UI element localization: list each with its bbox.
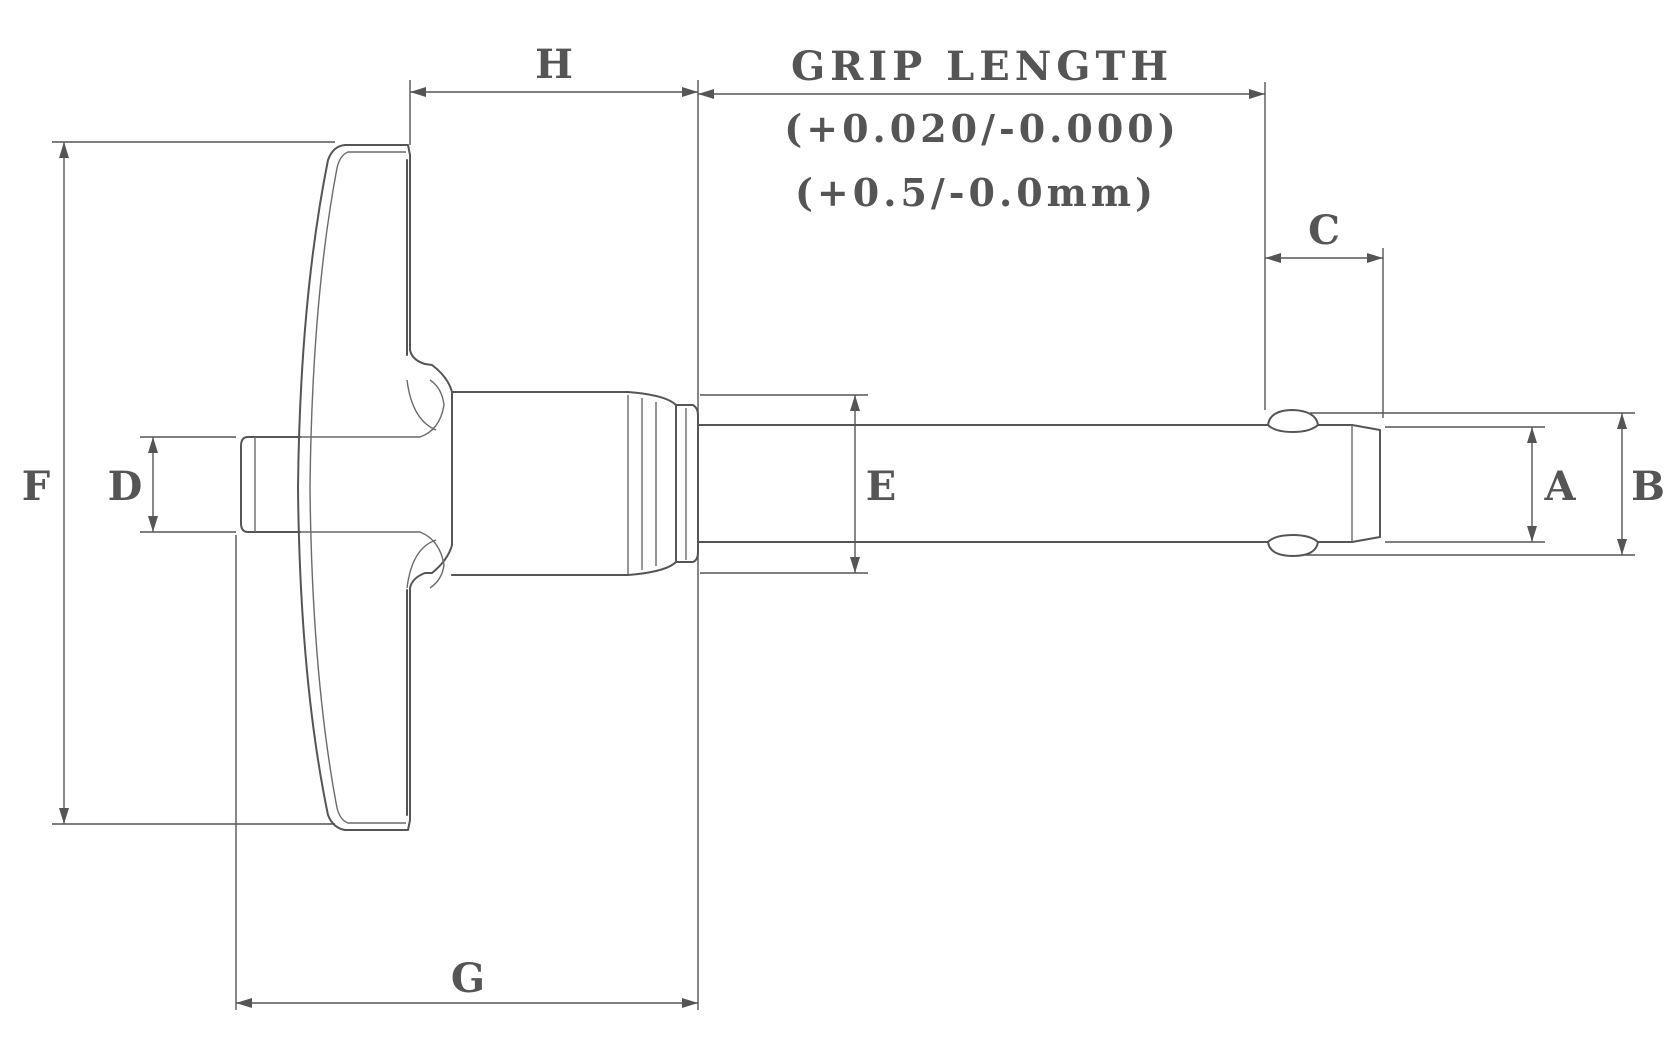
handle-bar-inner-contour: [309, 151, 406, 824]
push-button-outline: [240, 436, 301, 533]
t-handle: [297, 144, 453, 831]
label-b: B: [1631, 463, 1665, 510]
handle-bar-outline: [297, 144, 453, 831]
arrow-a-top: [1527, 427, 1537, 443]
handle-fillet-bottom-inner: [406, 539, 437, 589]
arrow-g-right: [682, 998, 698, 1008]
label-grip-length: GRIP LENGTH: [791, 43, 1173, 90]
handle-fillet-top-inner: [406, 379, 437, 431]
arrow-c-left: [1265, 253, 1281, 263]
dimension-labels: H GRIP LENGTH (+0.020/-0.000) (+0.5/-0.0…: [22, 41, 1665, 1002]
dimension-lines: [59, 87, 1627, 1008]
arrow-b-bottom: [1617, 539, 1627, 555]
shank-tip-chamfer: [1351, 424, 1381, 543]
extension-lines: [52, 80, 1635, 1010]
label-grip-tolerance-mm: (+0.5/-0.0mm): [795, 170, 1157, 215]
arrow-e-bottom: [850, 557, 860, 573]
arrow-a-bottom: [1527, 526, 1537, 542]
handle-fillet-top: [300, 379, 445, 438]
hub: [451, 391, 699, 576]
arrow-grip-left: [698, 89, 714, 99]
hub-body: [451, 391, 677, 576]
arrow-f-top: [59, 142, 69, 158]
hub-washer: [675, 404, 699, 563]
arrow-e-top: [850, 395, 860, 411]
label-grip-tolerance-in: (+0.020/-0.000): [784, 106, 1179, 151]
arrow-c-right: [1367, 253, 1383, 263]
handle-fillet-bottom: [300, 531, 445, 589]
locking-ball-bottom: [1267, 534, 1319, 557]
arrow-h-left: [410, 87, 426, 97]
label-e: E: [866, 463, 897, 510]
arrow-d-top: [148, 437, 158, 453]
arrow-h-right: [682, 87, 698, 97]
label-h: H: [535, 41, 573, 88]
arrow-b-top: [1617, 413, 1627, 429]
label-a: A: [1543, 463, 1576, 510]
shank: [697, 409, 1381, 557]
arrow-f-bottom: [59, 808, 69, 824]
arrow-g-left: [236, 998, 252, 1008]
arrow-d-bottom: [148, 516, 158, 532]
push-button: [240, 436, 301, 533]
label-d: D: [108, 463, 143, 510]
label-g: G: [451, 955, 485, 1002]
label-c: C: [1308, 207, 1340, 254]
arrow-grip-right: [1249, 89, 1265, 99]
label-f: F: [22, 463, 50, 510]
